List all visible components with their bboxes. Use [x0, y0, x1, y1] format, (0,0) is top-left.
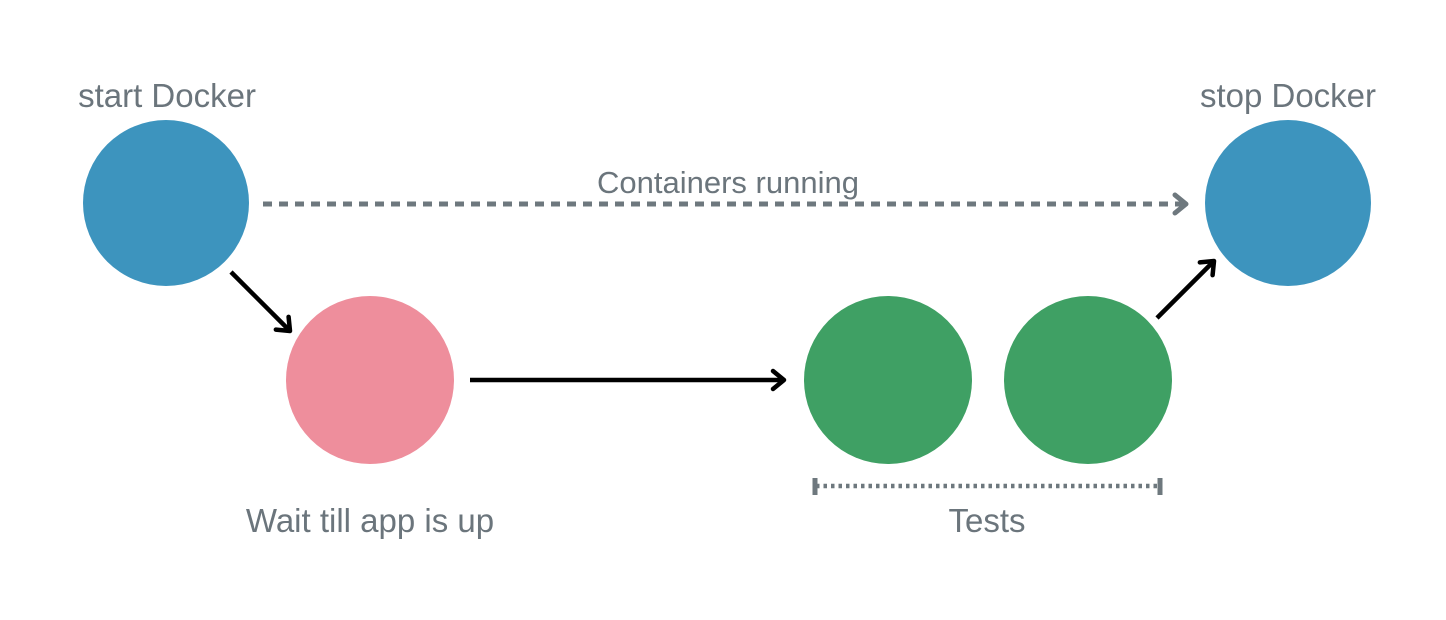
tests-span-label: Tests	[948, 502, 1025, 539]
node-label-stop-docker: stop Docker	[1200, 77, 1376, 114]
node-test-2	[1004, 296, 1172, 464]
tests-span-bracket	[812, 478, 1163, 495]
edge-start-to-wait-arrow	[229, 270, 293, 334]
node-start-docker	[83, 120, 249, 286]
node-test-1	[804, 296, 972, 464]
node-label-start-docker: start Docker	[78, 77, 256, 114]
node-wait-till-app-is-up	[286, 296, 454, 464]
edge-tests-to-stop-arrow	[1155, 258, 1217, 320]
edge-label-containers-running: Containers running	[597, 165, 859, 200]
node-stop-docker	[1205, 120, 1371, 286]
node-label-wait-till-app-is-up: Wait till app is up	[246, 502, 494, 539]
